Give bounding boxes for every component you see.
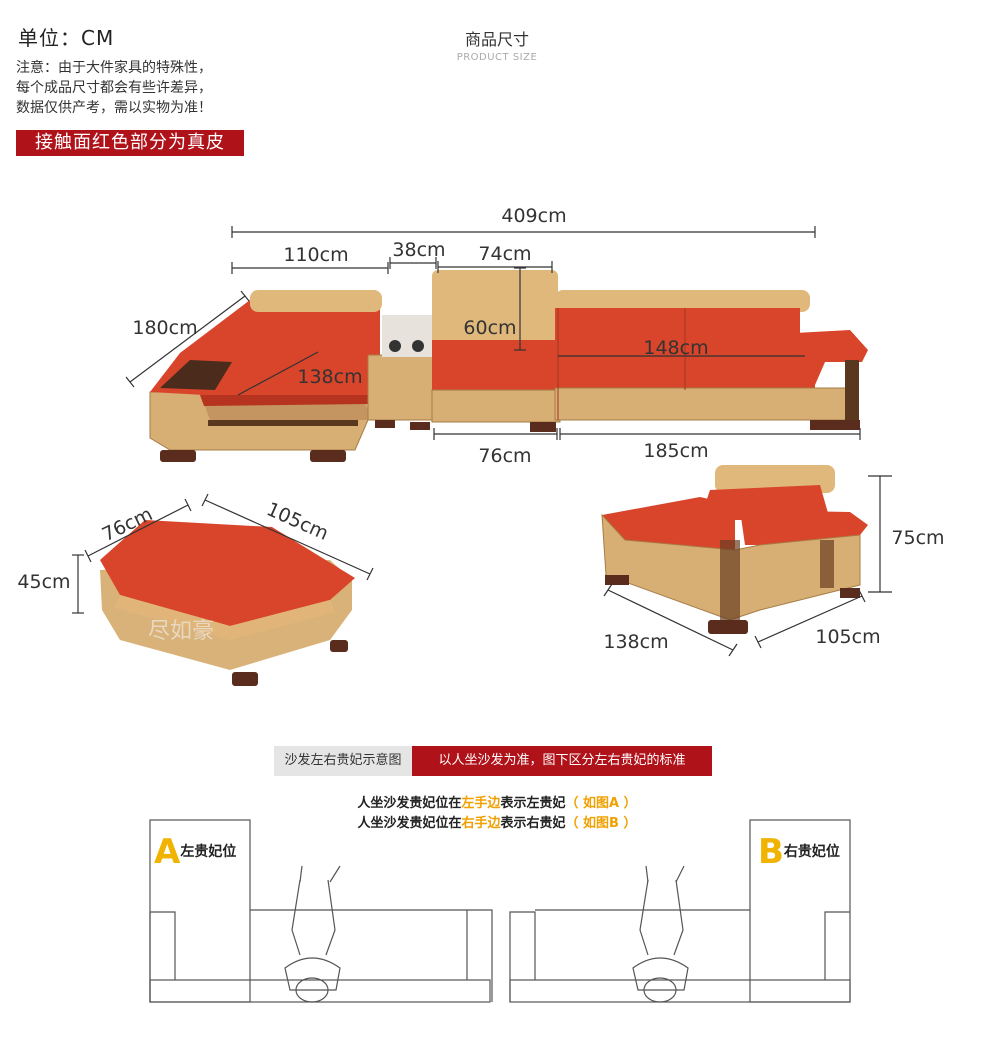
- explanation-2-mid: 表示右贵妃: [500, 816, 566, 831]
- diagram-right-chaise: [509, 819, 851, 1003]
- watermark-text: 尽如豪: [148, 619, 214, 644]
- seated-person-figures: [284, 865, 689, 1003]
- diagram-a-letter: A: [154, 832, 181, 872]
- dim-chair-width: 138cm: [603, 631, 668, 653]
- legend-description: 以人坐沙发为准，图下区分左右贵妃的标准: [412, 746, 712, 776]
- unit-label: 单位：CM: [18, 26, 115, 50]
- explanation-2-ref: （ 如图B ）: [565, 816, 637, 831]
- size-title: 商品尺寸: [464, 30, 529, 49]
- leather-banner: 接触面红色部分为真皮: [16, 130, 244, 156]
- dim-sofa-length: 185cm: [643, 440, 708, 462]
- dim-sectional-total: 409cm: [501, 205, 566, 227]
- explanation-2-highlight: 右手边: [461, 816, 501, 831]
- explanation-line-1: 人坐沙发贵妃位在左手边表示左贵妃（ 如图A ）: [0, 792, 990, 811]
- explanation-line-2: 人坐沙发贵妃位在右手边表示右贵妃（ 如图B ）: [0, 812, 990, 831]
- dim-console-width: 38cm: [392, 239, 445, 261]
- diagram-b-letter: B: [758, 832, 784, 872]
- dim-chair-depth: 105cm: [815, 626, 880, 648]
- dim-chaise-width: 110cm: [283, 244, 348, 266]
- armchair-image: [601, 465, 868, 634]
- dim-corner-width: 74cm: [478, 243, 531, 265]
- explanation-1-pre: 人坐沙发贵妃位在: [357, 796, 462, 811]
- diagram-a-text: 左贵妃位: [180, 844, 237, 860]
- dim-headrest-height: 60cm: [463, 317, 516, 339]
- diagram-b-text: 右贵妃位: [783, 844, 840, 860]
- dim-chair-height: 75cm: [891, 527, 944, 549]
- dim-seat-depth: 76cm: [478, 445, 531, 467]
- dimension-lines: [72, 226, 892, 657]
- dim-sofa-back-span: 148cm: [643, 337, 708, 359]
- dim-chaise-length: 180cm: [132, 317, 197, 339]
- diagram-a-label: A左贵妃位: [154, 832, 236, 872]
- explanation-1-mid: 表示左贵妃: [500, 796, 566, 811]
- dim-ottoman-height: 45cm: [17, 571, 70, 593]
- note-line-1: 注意：由于大件家具的特殊性，: [16, 60, 212, 76]
- note-line-2: 每个成品尺寸都会有些许差异，: [16, 80, 212, 96]
- sectional-sofa-image: [149, 270, 868, 462]
- explanation-1-ref: （ 如图A ）: [565, 796, 637, 811]
- explanation-1-highlight: 左手边: [461, 796, 501, 811]
- ottoman-image: [100, 520, 355, 686]
- diagram-b-label: B右贵妃位: [758, 832, 840, 872]
- explanation-2-pre: 人坐沙发贵妃位在: [357, 816, 462, 831]
- note-line-3: 数据仅供产考，需以实物为准！: [16, 100, 212, 116]
- size-subtitle: PRODUCT SIZE: [456, 52, 538, 63]
- dim-chaise-depth: 138cm: [297, 366, 362, 388]
- legend-tab: 沙发左右贵妃示意图: [274, 746, 412, 776]
